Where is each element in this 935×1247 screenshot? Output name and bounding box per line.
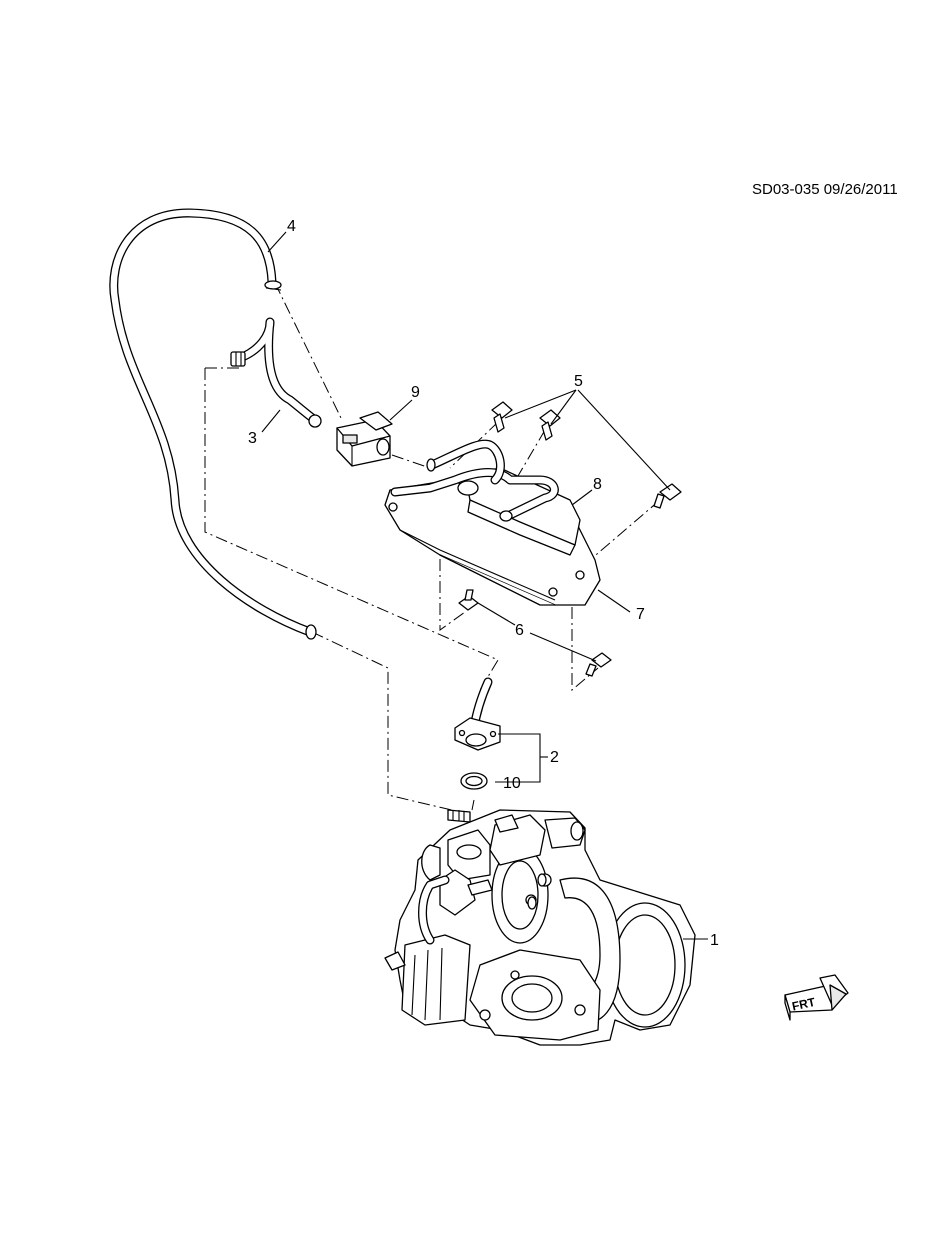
throttle-body-1 bbox=[384, 809, 696, 1046]
bolt-6b bbox=[585, 652, 612, 677]
vacuum-pipe bbox=[390, 439, 559, 522]
bolt-5b bbox=[539, 409, 561, 441]
callout-leaders bbox=[261, 231, 708, 940]
o-ring-10 bbox=[460, 772, 488, 790]
callout-8: 8 bbox=[593, 476, 602, 493]
hose-4 bbox=[109, 208, 317, 640]
bolt-5a bbox=[491, 401, 513, 433]
callout-9: 9 bbox=[411, 384, 420, 401]
hose-3 bbox=[230, 317, 322, 428]
front-indicator-label: FRT bbox=[791, 995, 817, 1014]
reference-code: SD03-035 09/26/2011 bbox=[752, 181, 898, 198]
pipe-fitting-2 bbox=[454, 677, 501, 751]
front-direction-icon: FRT bbox=[784, 974, 849, 1021]
callout-6: 6 bbox=[515, 622, 524, 639]
callout-5: 5 bbox=[574, 373, 583, 390]
callout-labels: 1 2 3 4 5 6 7 8 9 10 bbox=[248, 218, 719, 949]
callout-2: 2 bbox=[550, 749, 559, 766]
callout-10: 10 bbox=[503, 775, 521, 792]
solenoid-valve-9 bbox=[336, 411, 393, 467]
callout-1: 1 bbox=[710, 932, 719, 949]
callout-3: 3 bbox=[248, 430, 257, 447]
callout-4: 4 bbox=[287, 218, 296, 235]
bolt-6a bbox=[458, 589, 479, 611]
bolt-5c bbox=[653, 483, 682, 509]
callout-7: 7 bbox=[636, 606, 645, 623]
